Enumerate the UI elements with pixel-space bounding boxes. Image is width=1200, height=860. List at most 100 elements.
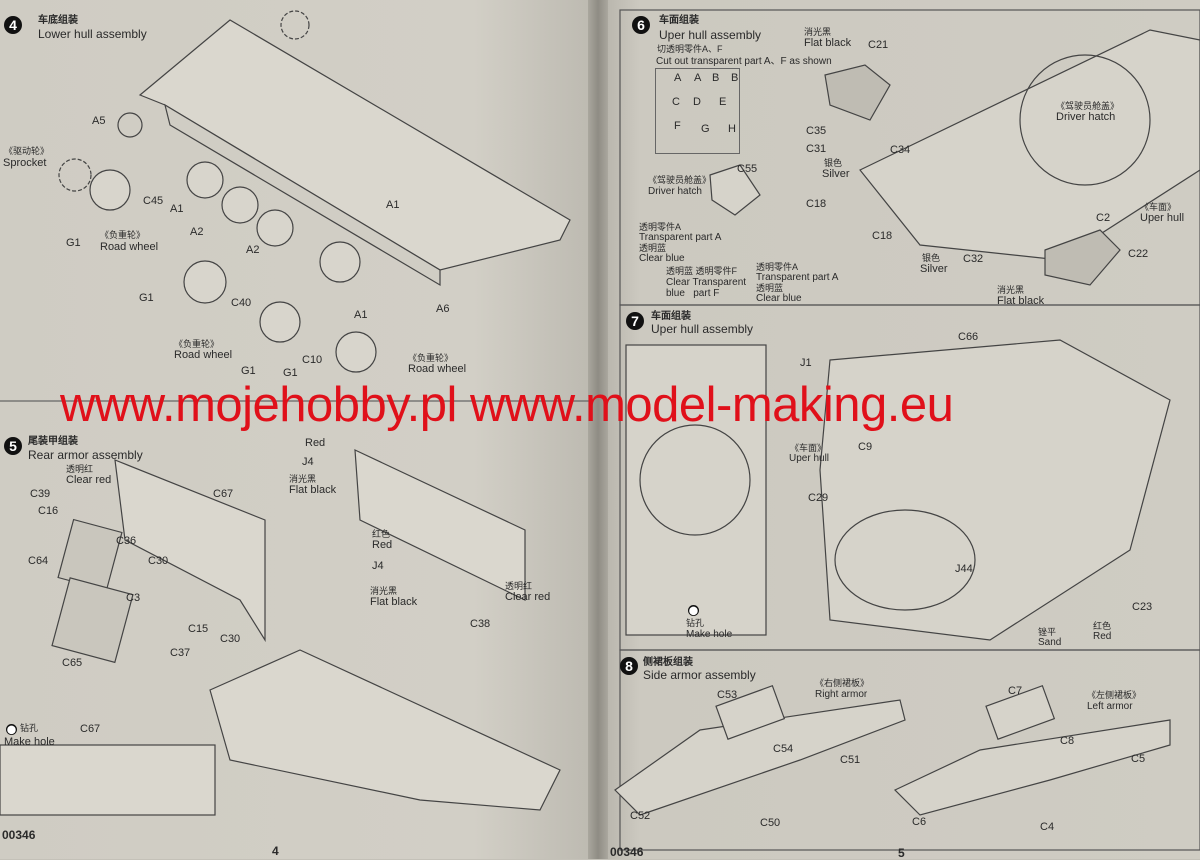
part-label: Uper hull (789, 453, 830, 464)
part-label: C9 (858, 441, 873, 453)
page-number-left: 4 (272, 844, 279, 858)
part-label: 《左侧裙板》 (1087, 690, 1142, 700)
part-label: 钻孔 (20, 723, 39, 733)
part-label: C30 (148, 555, 169, 567)
part-label: C51 (840, 754, 861, 766)
transparent-parts-sheet: A A B B C D E F G H (655, 68, 740, 154)
part-label: C3 (126, 592, 141, 604)
cut-letter: A (674, 72, 682, 84)
part-label: C65 (62, 657, 83, 669)
part-label: J1 (800, 357, 812, 369)
part-label: Road wheel (174, 349, 233, 361)
part-label: C7 (1008, 685, 1023, 697)
part-label: Clear red (66, 474, 112, 486)
part-label: C55 (737, 163, 758, 175)
part-label: J44 (955, 563, 973, 575)
part-label: C50 (760, 817, 781, 829)
part-label: Transparent part A (639, 232, 722, 243)
cut-letter: A (694, 72, 702, 84)
part-label: Clear red (505, 591, 551, 603)
part-label: 银色 (824, 158, 843, 168)
page-number-right: 5 (898, 846, 905, 860)
page-code-left: 00346 (2, 828, 36, 842)
part-label: Silver (822, 168, 850, 180)
step-6-title-cn: 车面组装 (659, 15, 699, 26)
step-5-number: 5 (4, 437, 22, 455)
step-7-number: 7 (626, 312, 644, 330)
part-label: G1 (283, 367, 298, 379)
page-fold (588, 0, 608, 859)
part-label: 透明蓝 (756, 283, 784, 293)
step-6-number: 6 (632, 16, 650, 34)
part-label: C21 (868, 39, 889, 51)
make-hole-icon: ⬤ (688, 605, 699, 616)
part-label: 《驱动轮》 (4, 146, 50, 156)
part-label: J4 (372, 560, 384, 572)
cut-letter: E (719, 96, 727, 108)
part-label: C10 (302, 354, 323, 366)
part-label: G1 (139, 292, 154, 304)
part-label: Driver hatch (648, 186, 702, 197)
part-label: Silver (920, 263, 948, 275)
part-label: Red (372, 539, 393, 551)
part-label: blue part F (666, 288, 720, 299)
cut-instruction: Cut out transparent part A、F as shown (656, 56, 832, 67)
part-label: 锉平 (1038, 627, 1057, 637)
part-label: 消光黑 (289, 474, 317, 484)
step-5-title: Rear armor assembly (28, 448, 143, 462)
part-label: C6 (912, 816, 927, 828)
part-label: 银色 (922, 253, 941, 263)
part-label: 透明红 (505, 581, 533, 591)
part-label: 消光黑 (997, 285, 1025, 295)
part-label: 《负重轮》 (408, 353, 454, 363)
watermark-text: www.mojehobby.pl www.model-making.eu (60, 378, 954, 432)
part-label: 透明零件A (639, 222, 682, 232)
part-label: 《车面》 (1140, 202, 1177, 212)
part-label: Flat black (289, 484, 337, 496)
part-label: A6 (436, 303, 450, 315)
part-label: A1 (386, 199, 400, 211)
part-label: C18 (806, 198, 827, 210)
part-label: Red (1093, 631, 1112, 642)
part-label: 透明蓝 透明零件F (666, 266, 737, 276)
make-hole-icon: ⬤ (6, 724, 17, 735)
part-label: C30 (220, 633, 241, 645)
part-label: C29 (808, 492, 829, 504)
part-label: 钻孔 (686, 618, 705, 628)
part-label: C5 (1131, 753, 1146, 765)
step-8-title: Side armor assembly (643, 668, 756, 682)
part-label: C54 (773, 743, 794, 755)
part-label: Flat black (804, 37, 852, 49)
step-7-title: Uper hull assembly (651, 322, 754, 336)
part-label: 《负重轮》 (174, 339, 220, 349)
part-label: Sprocket (3, 157, 47, 169)
part-label: C64 (28, 555, 49, 567)
step-4-number: 4 (4, 16, 22, 34)
cut-letter: G (701, 123, 710, 135)
cut-instruction-cn: 切透明零件A、F (657, 44, 723, 54)
part-label: C8 (1060, 735, 1075, 747)
part-label: C52 (630, 810, 651, 822)
part-label: 《车面》 (790, 443, 827, 453)
part-label: C39 (30, 488, 51, 500)
cut-letter: D (693, 96, 701, 108)
part-label: 《右侧裙板》 (815, 678, 870, 688)
part-label: C67 (213, 488, 234, 500)
part-label: 《驾驶员舱盖》 (648, 175, 712, 185)
part-label: Road wheel (408, 363, 467, 375)
part-label: C31 (806, 143, 827, 155)
part-label: A2 (246, 244, 260, 256)
part-label: Left armor (1087, 701, 1133, 712)
part-label: Road wheel (100, 241, 159, 253)
part-label: Right armor (815, 689, 868, 700)
part-label: Make hole (4, 736, 55, 748)
part-label: Flat black (370, 596, 418, 608)
part-label: C4 (1040, 821, 1055, 833)
part-label: 透明零件A (756, 262, 799, 272)
part-label: G1 (241, 365, 256, 377)
part-label: Transparent part A (756, 272, 839, 283)
step-8-title-cn: 侧裙板组装 (643, 657, 693, 668)
cut-letter: C (672, 96, 680, 108)
step-4-title-cn: 车底组装 (38, 15, 78, 26)
part-label: A2 (190, 226, 204, 238)
